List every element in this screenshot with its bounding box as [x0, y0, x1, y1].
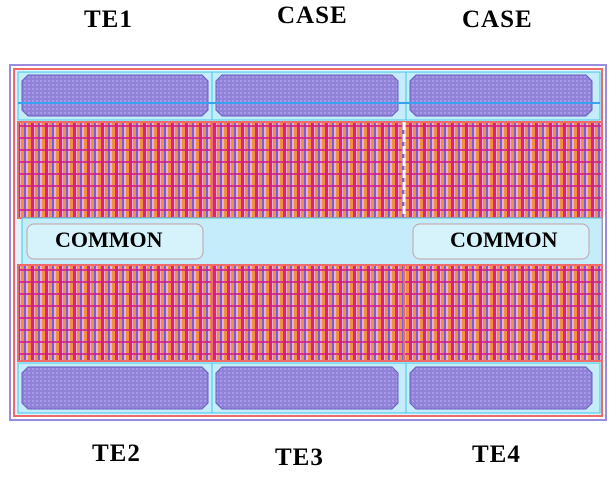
pad-te3 [215, 366, 399, 410]
bottom-finger-array [17, 264, 603, 362]
bottom-pads [17, 362, 601, 414]
label-case-right: CASE [462, 6, 533, 33]
top-pads [17, 71, 601, 121]
label-te1: TE1 [84, 6, 133, 33]
common-pad-right [412, 223, 590, 260]
label-te2: TE2 [92, 440, 141, 467]
pad-te1 [21, 74, 209, 117]
label-common-right: COMMON [450, 227, 558, 252]
label-te3: TE3 [275, 444, 324, 471]
common-pad-left [26, 223, 204, 260]
top-finger-array [17, 121, 603, 219]
label-case-center: CASE [277, 2, 348, 29]
pad-case-center [215, 74, 399, 117]
label-te4: TE4 [472, 441, 521, 468]
pad-case-right [409, 74, 593, 117]
label-common-left: COMMON [55, 227, 163, 252]
pad-te4 [409, 366, 593, 410]
pad-te2 [21, 366, 209, 410]
